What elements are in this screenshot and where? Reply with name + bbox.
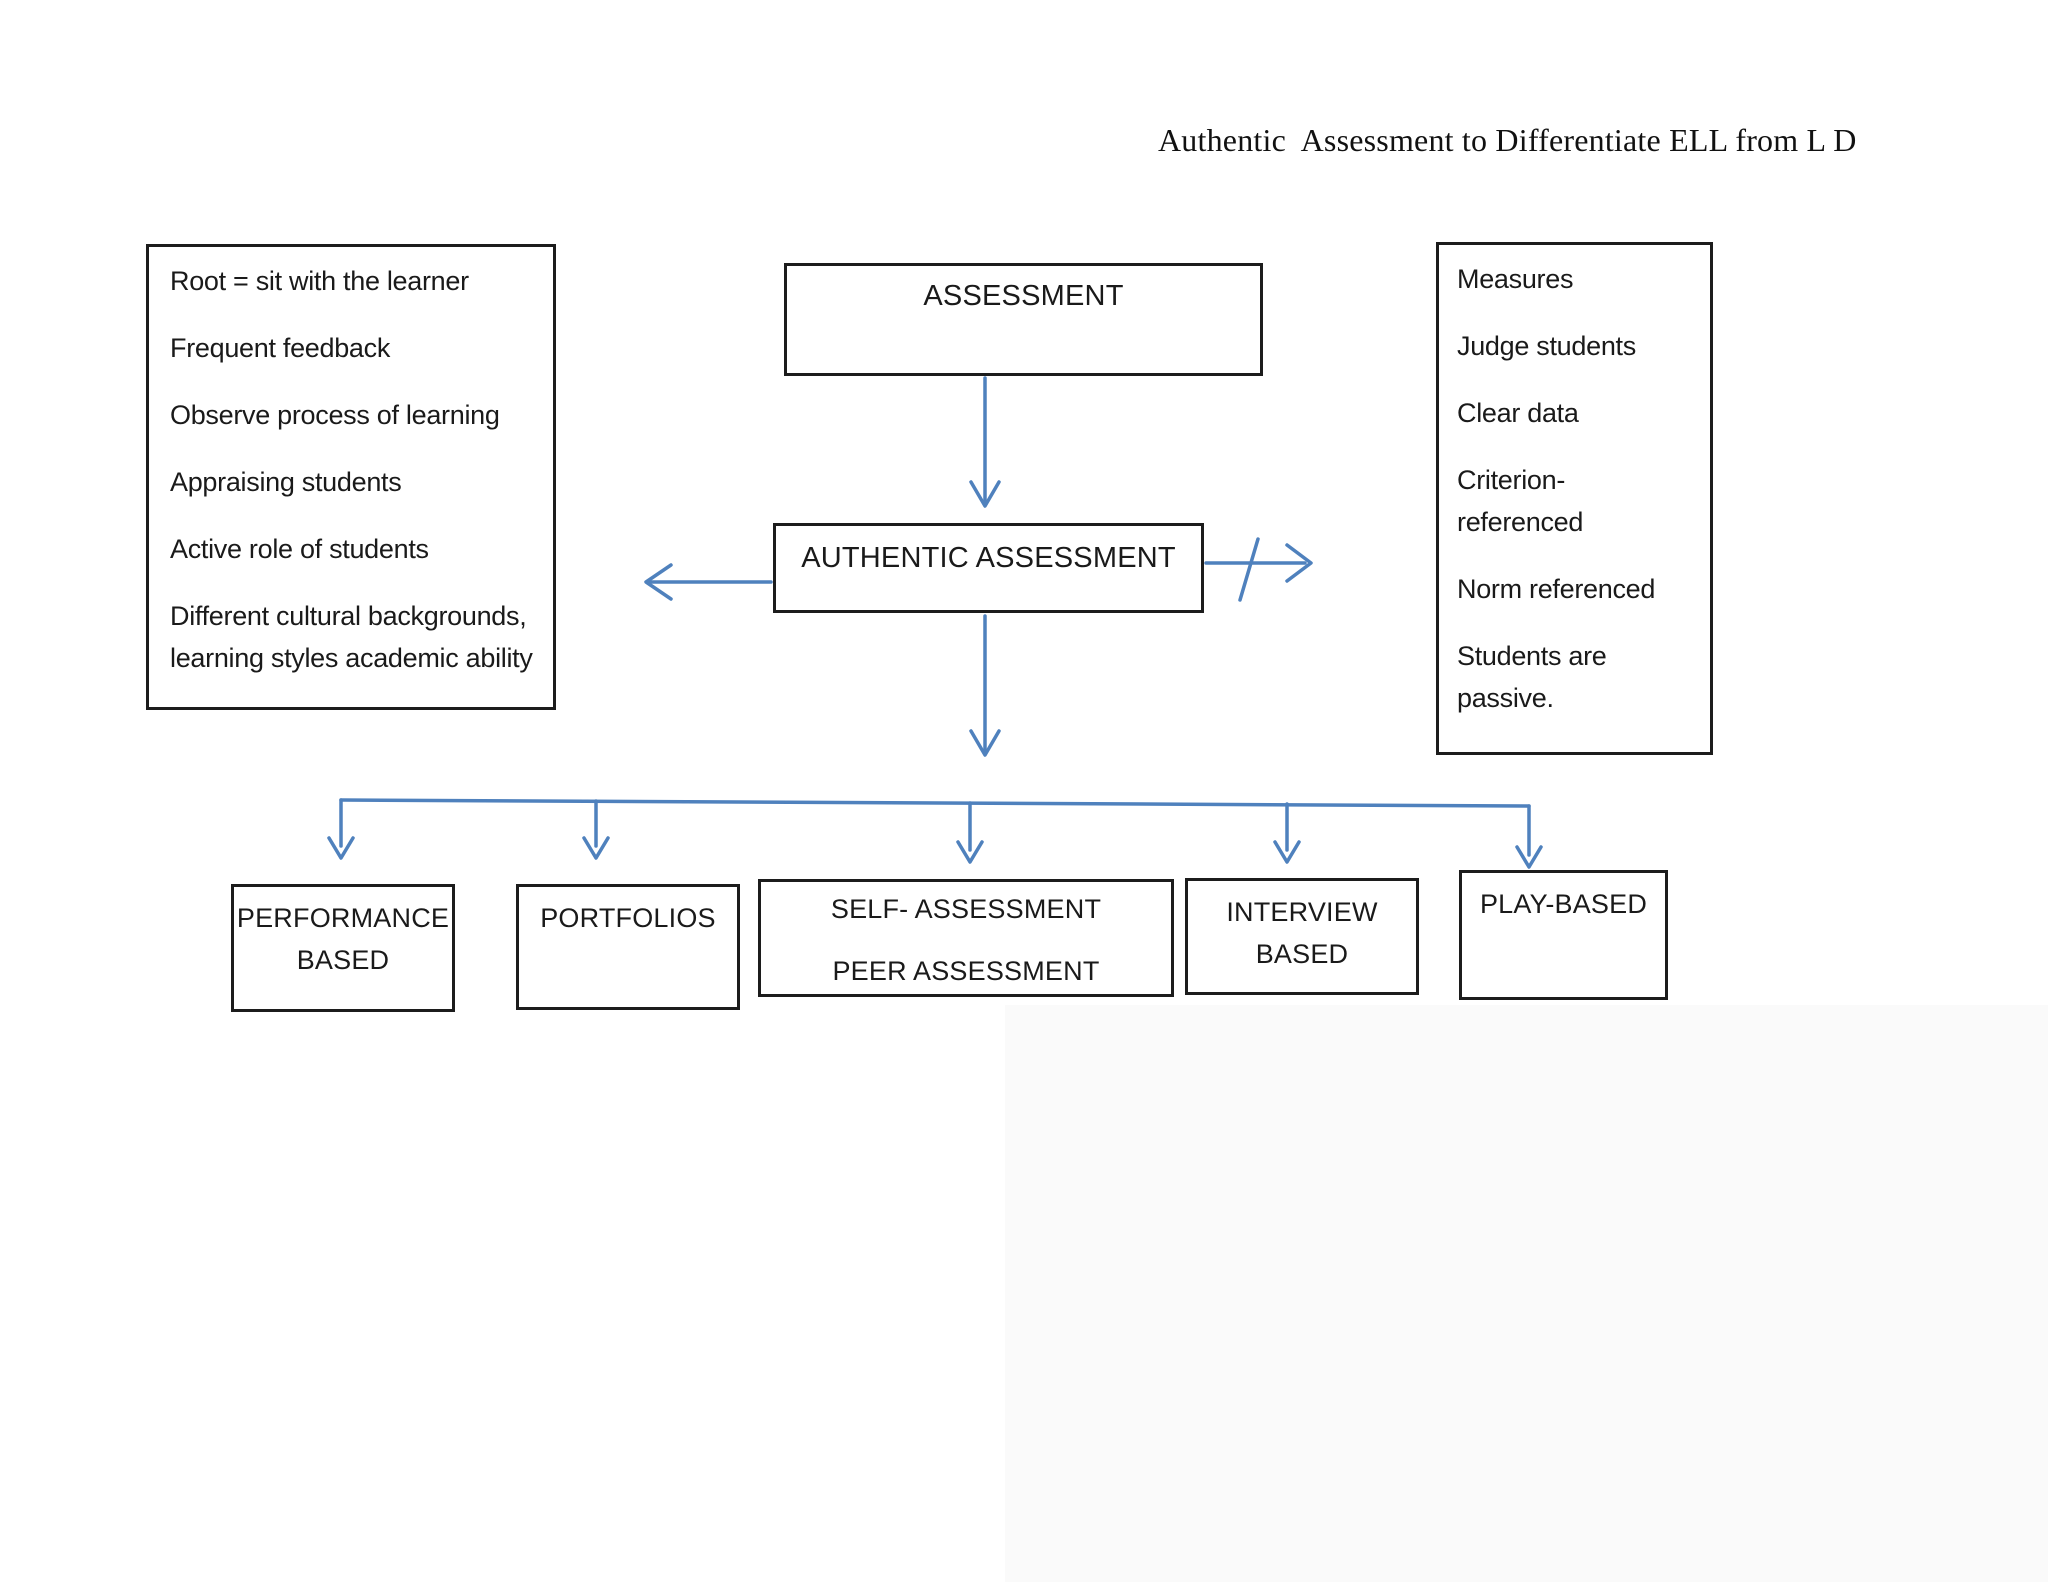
arrow-branch-interview xyxy=(1273,802,1301,864)
list-item: Root = sit with the learner xyxy=(170,266,469,296)
play-based-node: PLAY-BASED xyxy=(1459,870,1668,1000)
node-label: AUTHENTIC ASSESSMENT xyxy=(801,542,1176,574)
branch-line xyxy=(339,798,1531,808)
authentic-assessment-node: AUTHENTIC ASSESSMENT xyxy=(773,523,1204,613)
page-title: Authentic Assessment to Differentiate EL… xyxy=(1158,122,1857,158)
list-item: Observe process of learning xyxy=(170,400,500,430)
performance-based-node: PERFORMANCE BASED xyxy=(231,884,455,1012)
scan-shading xyxy=(1005,1005,2048,1582)
list-item: Criterion- referenced xyxy=(1457,465,1584,537)
list-item: Clear data xyxy=(1457,398,1579,428)
traditional-characteristics-box: Measures Judge students Clear data Crite… xyxy=(1436,242,1713,755)
list-item: Frequent feedback xyxy=(170,333,391,363)
arrow-branch-performance xyxy=(327,798,355,860)
self-peer-assessment-node: SELF- ASSESSMENT PEER ASSESSMENT xyxy=(758,879,1174,997)
arrow-authentic-to-right-box-crossed xyxy=(1204,537,1313,602)
not-slash xyxy=(1238,537,1260,602)
authentic-characteristics-box: Root = sit with the learner Frequent fee… xyxy=(146,244,556,710)
list-item: Students are passive. xyxy=(1457,641,1607,713)
list-item: Judge students xyxy=(1457,331,1636,361)
arrow-assessment-to-authentic xyxy=(969,376,1001,508)
list-item: Different cultural backgrounds, learning… xyxy=(170,601,533,673)
arrow-branch-play xyxy=(1515,804,1543,869)
interview-based-node: INTERVIEW BASED xyxy=(1185,878,1419,995)
arrow-authentic-to-branches xyxy=(969,614,1001,757)
portfolios-node: PORTFOLIOS xyxy=(516,884,740,1010)
list-item: Norm referenced xyxy=(1457,574,1656,604)
arrow-branch-self xyxy=(956,801,984,864)
node-label: ASSESSMENT xyxy=(923,280,1124,312)
arrow-branch-portfolios xyxy=(582,799,610,860)
list-item: Appraising students xyxy=(170,467,402,497)
assessment-node: ASSESSMENT xyxy=(784,263,1263,376)
arrow-authentic-to-left-box xyxy=(644,563,773,601)
list-item: Measures xyxy=(1457,264,1574,294)
list-item: Active role of students xyxy=(170,534,429,564)
